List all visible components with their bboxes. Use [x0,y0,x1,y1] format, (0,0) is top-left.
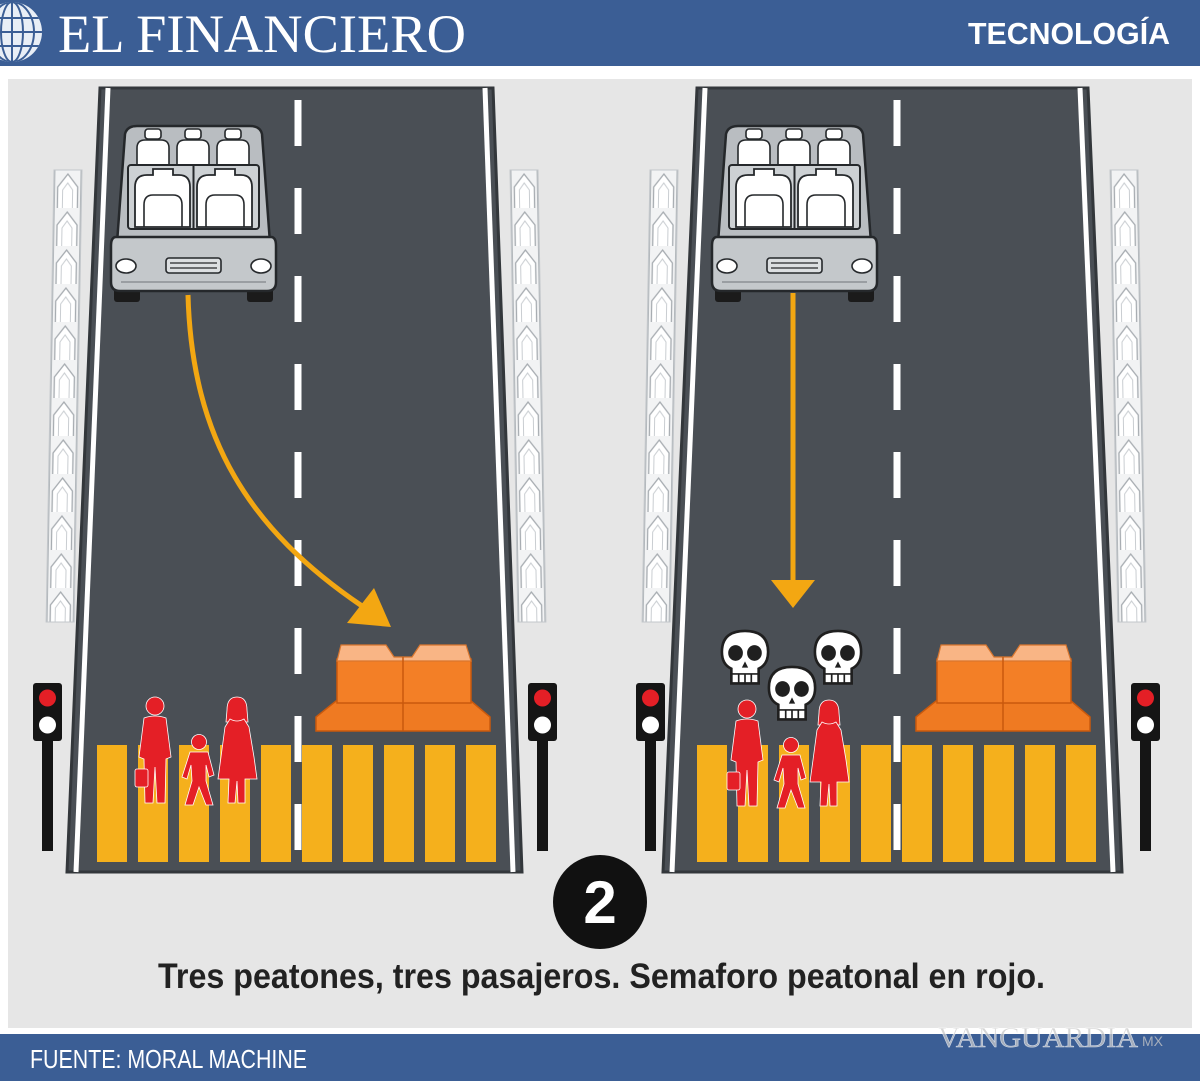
guardrail-icon [509,169,547,623]
arrow-icon [185,294,391,627]
badge-circle [553,855,647,949]
car-icon [710,124,879,304]
footer-bar [0,1034,1200,1081]
road-edge-line [669,87,708,873]
watermark: VANGUARDIA MX [938,1023,1164,1055]
caption: Tres peatones, tres pasajeros. Semaforo … [158,957,1045,996]
road-edge-line [73,87,111,873]
footer: FUENTE: MORAL MACHINE [0,1034,1200,1081]
header: EL FINANCIERO TECNOLOGÍA [0,0,1200,66]
arrow-head [347,588,391,627]
barrier-icon [915,644,1091,732]
guardrail-icon [45,169,83,623]
road-edge-line [1077,87,1116,873]
scenario-number-badge: 2 [553,855,647,949]
scene-right [636,86,1160,874]
arrow-head [771,580,815,608]
barrier-icon [315,644,491,732]
arrow-icon [771,293,815,608]
guardrail-icon [1109,169,1147,623]
header-bar [0,0,1200,66]
car-icon [109,124,278,304]
watermark-name: VANGUARDIA [938,1023,1139,1054]
scene-left [33,86,557,874]
scenario-number: 2 [583,869,616,936]
logo: EL FINANCIERO [58,4,466,64]
globe-icon [0,2,42,62]
arrow-path [185,294,364,609]
section-title: TECNOLOGÍA [968,16,1170,51]
road-edge-line [482,87,516,873]
source-credit: FUENTE: MORAL MACHINE [30,1044,307,1074]
watermark-suffix: MX [1142,1033,1164,1049]
guardrail-icon [641,169,679,623]
